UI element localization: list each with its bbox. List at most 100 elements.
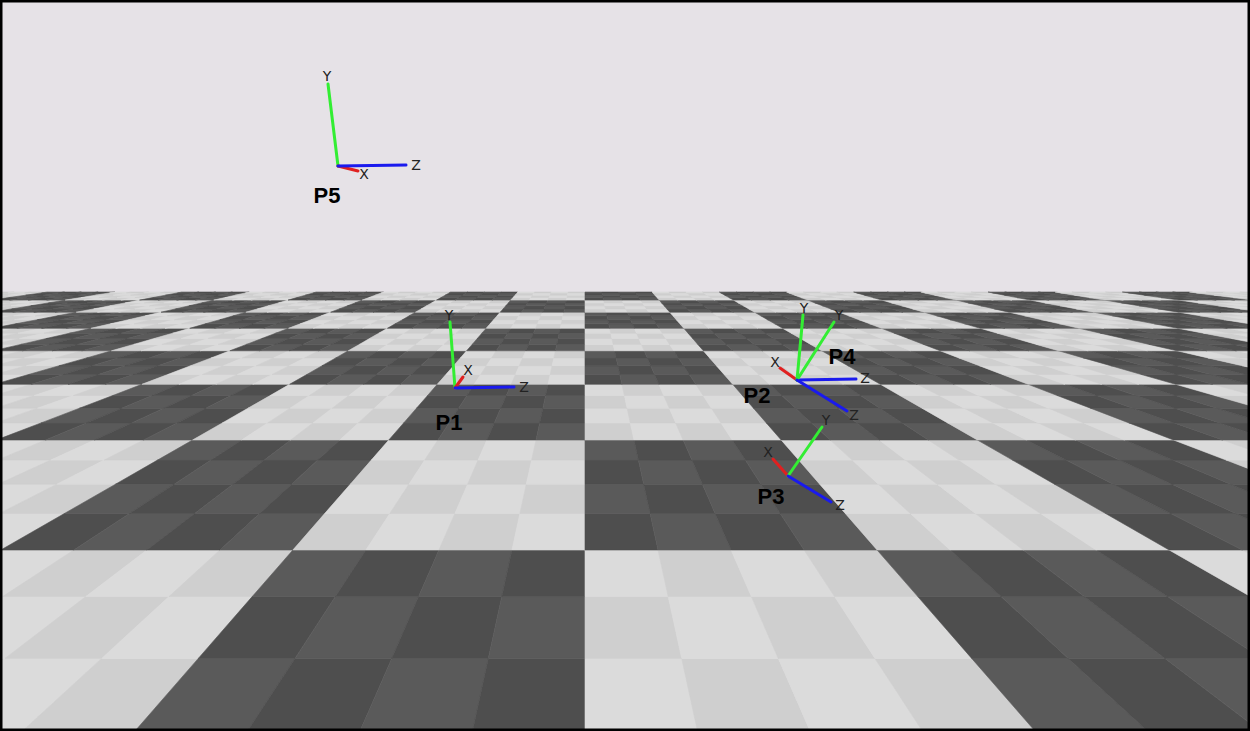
floor-tile [610, 328, 637, 333]
floor-tile [1229, 333, 1250, 338]
floor-tile [632, 324, 659, 329]
floor-tile [550, 293, 568, 295]
floor-tile [462, 306, 486, 309]
floor-tile [736, 292, 755, 294]
floor-tile [543, 309, 565, 312]
floor-tile [585, 333, 612, 338]
floor-tile [508, 328, 536, 333]
floor-tile [526, 303, 547, 306]
floor-tile [415, 292, 434, 294]
floor-tile [519, 358, 554, 366]
floor-tile [471, 316, 497, 320]
floor-tile [1209, 366, 1250, 375]
floor-tile [625, 306, 647, 309]
floor-tile [532, 440, 585, 460]
frame-name: P5 [314, 185, 341, 207]
axis-label: X [359, 167, 369, 181]
floor-tile [585, 328, 611, 333]
floor-tile [455, 484, 526, 513]
floor-tile [479, 309, 503, 312]
floor-tile [511, 298, 531, 301]
floor-tile [495, 295, 515, 297]
floor-tile [453, 312, 479, 316]
floor-tile [585, 423, 634, 440]
floor-tile [635, 292, 653, 294]
floor-tile [478, 440, 536, 460]
floor-tile [459, 295, 480, 297]
floor-tile [536, 324, 562, 329]
floor-tile [585, 320, 609, 324]
floor-tile [466, 320, 493, 324]
floor-tile [482, 328, 511, 333]
floor-tile [458, 309, 483, 312]
floor-tile [520, 484, 585, 513]
floor-tile [347, 292, 366, 294]
floor-tile [534, 328, 561, 333]
floor-tile [531, 333, 559, 338]
floor-tile [585, 351, 616, 358]
floor-tile [585, 306, 606, 309]
floor-tile [585, 309, 606, 312]
axis-label: Y [445, 308, 454, 322]
floor-tile [627, 408, 676, 423]
floor-tile [494, 408, 543, 423]
floor-tile [622, 384, 664, 395]
floor-tile [585, 484, 650, 513]
floor-tile [496, 344, 528, 350]
floor-tile [466, 303, 489, 306]
floor-tile [613, 344, 644, 350]
floor-tile [1165, 658, 1250, 731]
floor-tile [536, 423, 585, 440]
floor-tile [432, 292, 451, 294]
floor-tile [622, 300, 642, 303]
floor-tile [489, 300, 511, 303]
floor-tile [612, 339, 642, 345]
coordinate-frames [328, 84, 856, 502]
floor-tile [644, 351, 678, 358]
floor-tile [439, 514, 520, 551]
axis-label: X [770, 355, 780, 369]
floor-tile [585, 298, 604, 301]
floor-tile [585, 375, 622, 385]
floor-tile [1227, 328, 1250, 333]
floor-tile [449, 292, 467, 294]
floor-tile [398, 292, 417, 294]
z-axis [455, 387, 514, 388]
floor-tile [585, 408, 630, 423]
floor-tile [555, 344, 585, 350]
floor-tile [526, 344, 557, 350]
floor-tile [517, 292, 535, 294]
axis-label: Z [411, 158, 421, 172]
floor-tile [606, 312, 629, 316]
floor-tile [630, 423, 683, 440]
axis-label: Z [860, 371, 870, 385]
floor-tile [437, 344, 472, 350]
floor-tile [490, 320, 516, 324]
floor-tile [498, 293, 517, 295]
frame-name: P4 [829, 346, 856, 368]
floor-tile [550, 366, 585, 375]
floor-tile [652, 292, 670, 294]
floor-tile [531, 295, 550, 297]
floor-tile [662, 333, 692, 338]
floor-tile [1220, 423, 1250, 440]
floor-tile [566, 300, 585, 303]
floor-tile [547, 300, 567, 303]
floor-tile [1172, 484, 1250, 513]
floor-tile [585, 384, 624, 395]
y-axis [797, 322, 834, 380]
floor-tile [456, 328, 486, 333]
floor-tile [585, 440, 638, 460]
floor-tile [641, 300, 662, 303]
floor-tile [1217, 408, 1250, 423]
floor-tile [483, 306, 506, 309]
axis-label: Y [800, 301, 809, 315]
z-axis [338, 165, 406, 166]
floor-tile [409, 460, 478, 484]
floor-tile [481, 366, 520, 375]
floor-tile [585, 316, 608, 320]
floor-tile [621, 298, 641, 301]
floor-tile [585, 597, 682, 659]
